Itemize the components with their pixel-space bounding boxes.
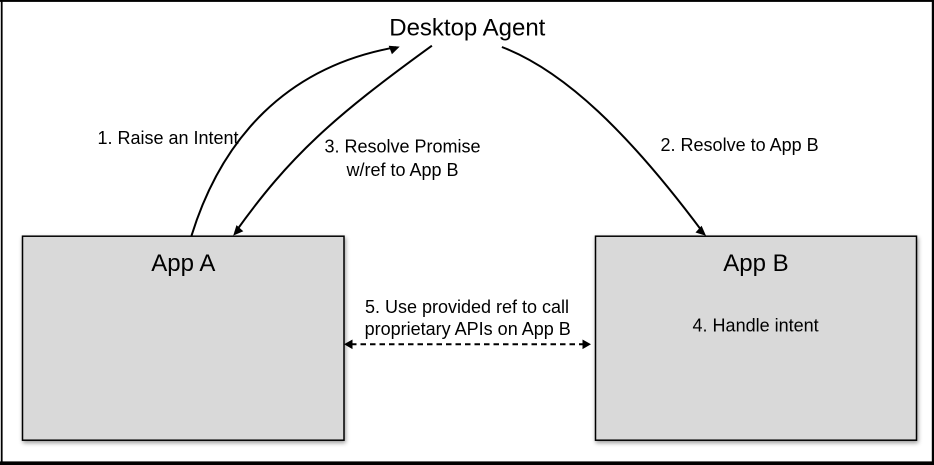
svg-text:App A: App A bbox=[151, 250, 215, 277]
svg-text:App B: App B bbox=[723, 250, 788, 277]
svg-text:1. Raise an Intent: 1. Raise an Intent bbox=[97, 128, 238, 148]
svg-text:5. Use provided ref to call: 5. Use provided ref to call bbox=[365, 297, 569, 317]
svg-text:Desktop Agent: Desktop Agent bbox=[389, 15, 545, 42]
svg-text:w/ref to App B: w/ref to App B bbox=[345, 160, 458, 180]
svg-text:2. Resolve to App B: 2. Resolve to App B bbox=[661, 135, 819, 155]
svg-text:3. Resolve Promise: 3. Resolve Promise bbox=[324, 136, 480, 156]
svg-text:4. Handle intent: 4. Handle intent bbox=[693, 316, 819, 336]
svg-text:proprietary APIs on App B: proprietary APIs on App B bbox=[365, 319, 571, 339]
